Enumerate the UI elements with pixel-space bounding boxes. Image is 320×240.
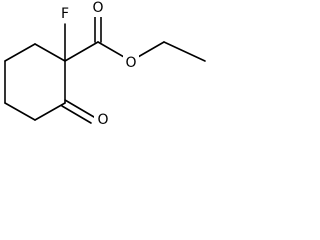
bonds [4, 14, 206, 124]
atom-labels: F O O O [61, 0, 137, 128]
ester-ether-oxygen-label: O [125, 55, 136, 71]
ring-bond-c6-c1 [34, 43, 66, 62]
ring-bond-c5-c6 [4, 43, 36, 62]
ring-bond-c2-c3 [34, 102, 66, 121]
ethyl-1-fluoro-2-oxocyclohexanecarboxylate-structure: F O O O [4, 0, 206, 129]
ester-carbonyl-oxygen-label: O [92, 0, 103, 16]
bond-c1-ester-carbon [64, 41, 99, 62]
bond-ketone-1 [64, 99, 95, 118]
atom-label-masks [58, 0, 139, 129]
ring-bond-c3-c4 [4, 102, 36, 121]
ketone-oxygen-label: O [97, 112, 108, 128]
bond-ketone-2 [61, 105, 92, 124]
bond-ch2-ch3 [163, 41, 206, 62]
fluorine-label: F [61, 6, 69, 22]
